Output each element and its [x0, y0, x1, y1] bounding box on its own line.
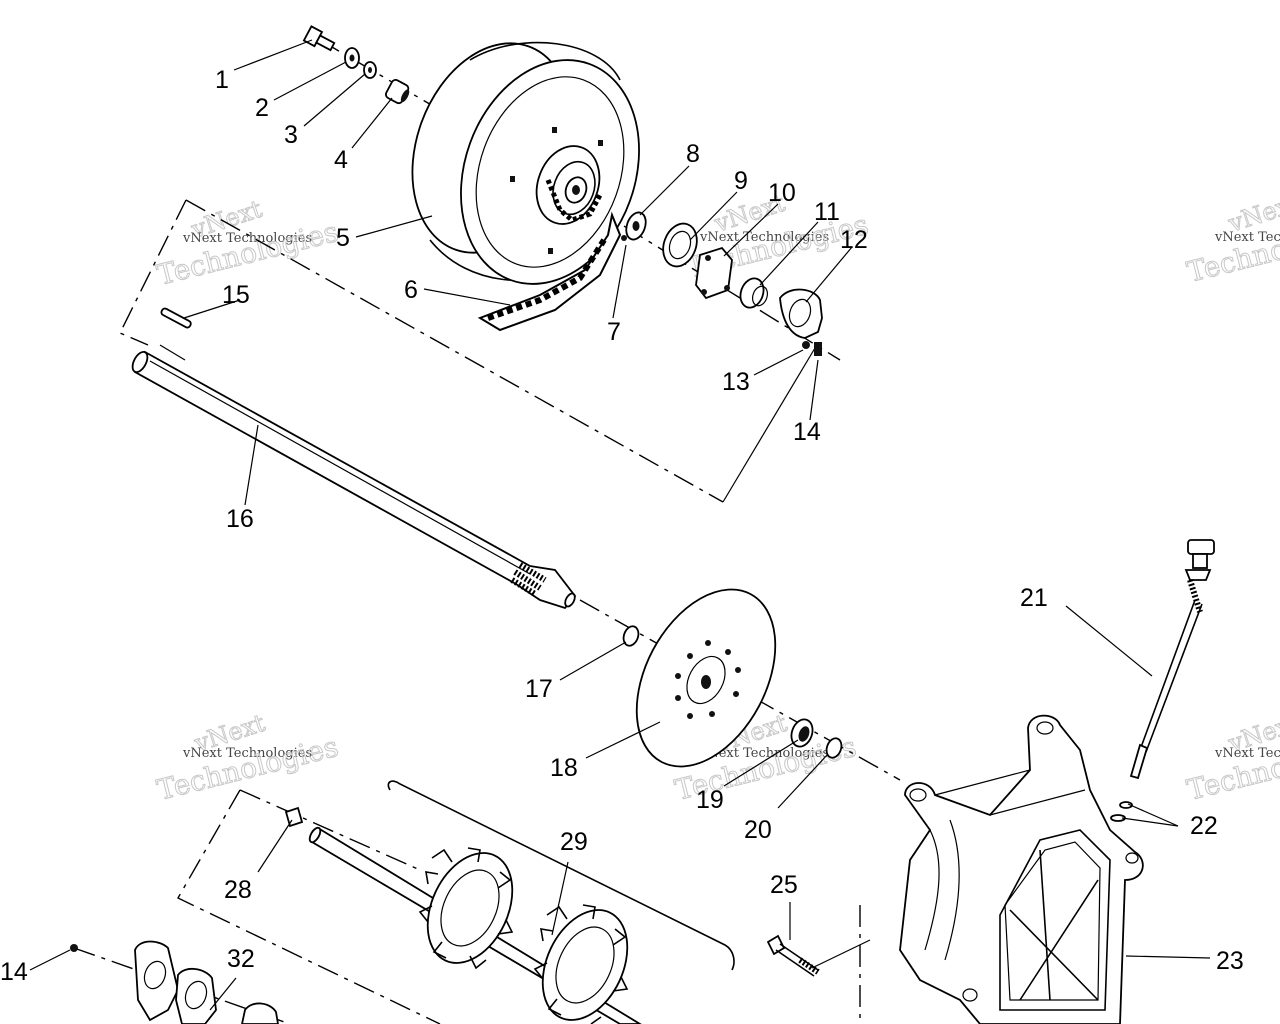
label-part-15: 15: [222, 281, 250, 309]
label-part-12: 12: [840, 226, 868, 254]
label-part-29: 29: [560, 828, 588, 856]
label-part-5: 5: [336, 224, 350, 252]
label-part-11: 11: [814, 198, 840, 226]
bolt-washer-stack: [302, 25, 410, 105]
watermark-small-text: vNext Technologies: [699, 746, 829, 761]
drive-shaft-assembly: [284, 780, 735, 1024]
label-part-10: 10: [768, 179, 796, 207]
watermark-4: vNext vNext Technologies Technologies: [153, 708, 342, 807]
watermark-small-text: vNext Technologies: [1214, 230, 1280, 245]
watermark-small-text: vNext Technologies: [1214, 746, 1280, 761]
leader-lines: [29, 39, 1211, 1011]
label-part-32: 32: [227, 945, 255, 973]
label-part-21: 21: [1020, 584, 1048, 612]
housing-bolt: [766, 934, 820, 977]
label-part-14-lower: 14: [0, 958, 28, 986]
label-part-16: 16: [226, 505, 254, 533]
label-part-1: 1: [215, 66, 229, 94]
label-part-19: 19: [696, 786, 724, 814]
watermark-small-text: vNext Technologies: [182, 746, 312, 761]
label-part-3: 3: [284, 121, 298, 149]
watermark-6: vNext vNext Technologies Technologies: [1183, 708, 1280, 807]
label-part-4: 4: [334, 146, 348, 174]
driven-pulley: [411, 41, 640, 285]
label-part-7: 7: [607, 318, 621, 346]
label-part-25: 25: [770, 871, 798, 899]
watermark-small-text: vNext Technologies: [182, 231, 312, 246]
label-part-20: 20: [744, 816, 772, 844]
bearing-hardware: [621, 211, 823, 356]
label-part-2: 2: [255, 94, 269, 122]
label-part-17: 17: [525, 675, 553, 703]
bearing-flanges: [70, 940, 279, 1024]
label-part-18: 18: [550, 754, 578, 782]
axle-shaft: [131, 307, 577, 610]
chaincase-housing: [899, 714, 1144, 1024]
label-part-23: 23: [1216, 947, 1244, 975]
watermark-3: vNext vNext Technologies Technologies: [1183, 188, 1280, 289]
part-number-labels: 1 2 3 4 5 6 7 8 9 10 11 12 13 14 15 16 1…: [0, 66, 1244, 986]
watermark-small-text: vNext Technologies: [699, 230, 829, 245]
label-part-13: 13: [722, 368, 750, 396]
brake-disc-assembly: [622, 588, 843, 768]
label-part-14: 14: [793, 418, 821, 446]
label-part-8: 8: [686, 140, 700, 168]
label-part-6: 6: [404, 276, 418, 304]
label-part-9: 9: [734, 167, 748, 195]
label-part-28: 28: [224, 876, 252, 904]
dipstick: [1110, 539, 1215, 822]
label-part-22: 22: [1190, 812, 1218, 840]
drive-chain: [477, 211, 622, 332]
